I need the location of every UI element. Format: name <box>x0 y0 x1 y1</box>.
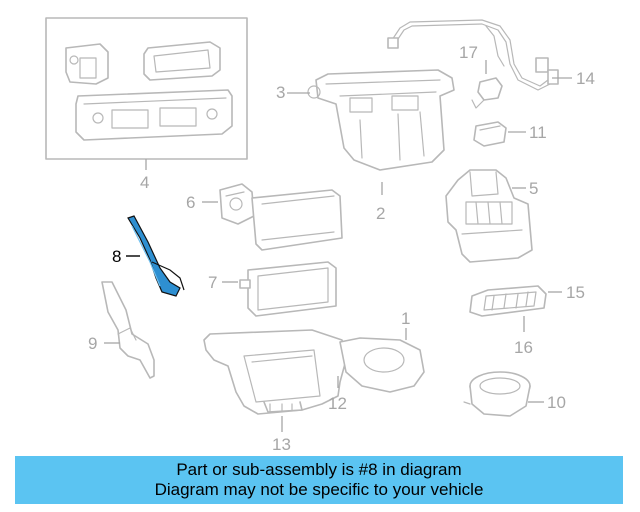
callout-11: 11 <box>529 123 547 142</box>
info-banner: Part or sub-assembly is #8 in diagram Di… <box>15 456 623 504</box>
part-4-control-panel-box <box>45 17 248 160</box>
part-15-filter <box>469 285 547 317</box>
callout-2: 2 <box>376 204 385 223</box>
part-6-expansion-valve <box>219 183 255 225</box>
part-14-wiring-harness <box>387 19 559 91</box>
callout-labels: 3 4 2 17 14 11 5 6 7 8 9 1 12 13 15 16 1… <box>88 43 595 454</box>
callout-7: 7 <box>208 273 217 292</box>
callout-8: 8 <box>112 247 121 266</box>
callout-9: 9 <box>88 334 97 353</box>
blower-housing <box>339 337 425 393</box>
callout-10: 10 <box>547 393 566 412</box>
callout-15: 15 <box>566 283 585 302</box>
callout-4: 4 <box>140 173 149 192</box>
callout-3: 3 <box>276 83 285 102</box>
part-7-heater-core <box>239 261 337 317</box>
part-8-highlighted-tube <box>127 215 185 297</box>
leader-lines <box>104 60 572 432</box>
part-1-lower-case <box>203 329 347 415</box>
callout-1: 1 <box>401 309 410 328</box>
callout-13: 13 <box>272 435 291 454</box>
callout-5: 5 <box>529 179 538 198</box>
callout-12: 12 <box>328 394 347 413</box>
banner-line-disclaimer: Diagram may not be specific to your vehi… <box>154 480 484 499</box>
part-10-blower-motor <box>463 371 531 417</box>
banner-line-part-number: Part or sub-assembly is #8 in diagram <box>176 460 462 479</box>
callout-16: 16 <box>514 338 533 357</box>
part-9-lever <box>101 281 155 379</box>
part-2-hvac-case <box>307 69 455 171</box>
callout-14: 14 <box>576 69 595 88</box>
callout-17: 17 <box>459 43 478 62</box>
part-5-duct-housing <box>445 169 533 263</box>
part-17-sensor <box>471 77 503 109</box>
evaporator-core <box>251 189 343 251</box>
part-11-actuator <box>473 121 507 147</box>
callout-6: 6 <box>186 193 195 212</box>
